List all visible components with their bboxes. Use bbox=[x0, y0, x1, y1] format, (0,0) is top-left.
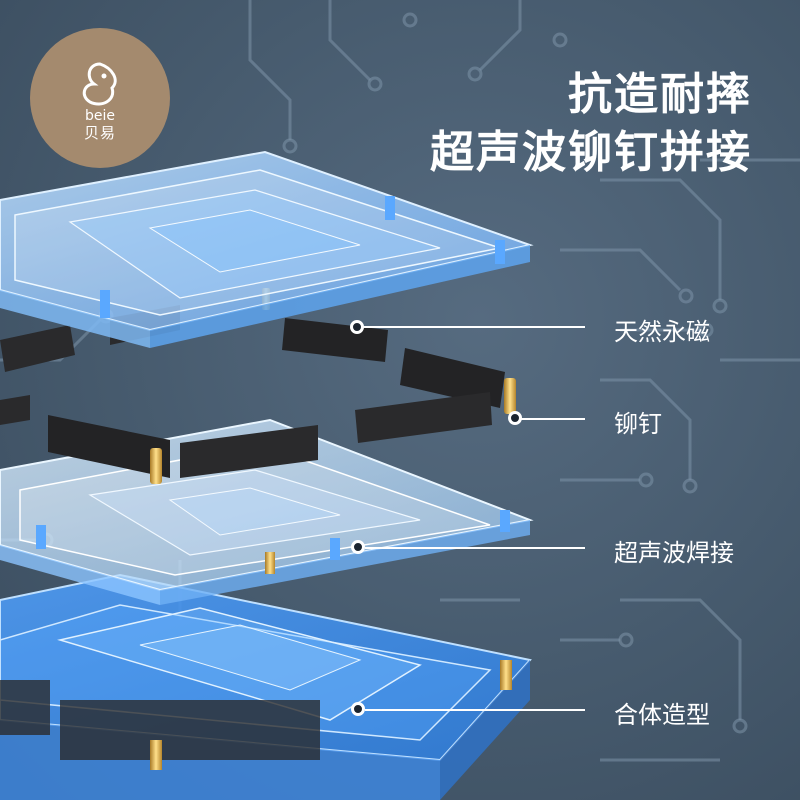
callout-label-welding: 超声波焊接 bbox=[614, 539, 734, 567]
callout-label-rivet: 铆钉 bbox=[614, 410, 662, 438]
callout-dot-welding bbox=[351, 540, 365, 554]
callout-dot-rivet bbox=[508, 411, 522, 425]
brand-mascot-icon: beie bbox=[82, 61, 117, 124]
top-plate bbox=[0, 150, 534, 348]
callout-label-magnet: 天然永磁 bbox=[614, 318, 710, 346]
callout-dot-magnet bbox=[350, 320, 364, 334]
callout-leader-combine bbox=[365, 709, 585, 711]
brand-logo: beie 贝易 bbox=[30, 28, 170, 168]
magnet-bars bbox=[0, 305, 505, 478]
headline-line-1: 抗造耐摔 bbox=[568, 69, 752, 120]
headline-line-2: 超声波铆钉拼接 bbox=[430, 127, 752, 178]
middle-plate bbox=[0, 418, 534, 605]
callout-dot-combine bbox=[351, 702, 365, 716]
circuit-background-pattern bbox=[0, 0, 800, 762]
callout-leader-rivet bbox=[521, 418, 585, 420]
bottom-plate bbox=[0, 573, 532, 800]
callout-leader-magnet bbox=[357, 326, 585, 328]
callout-label-combine: 合体造型 bbox=[614, 701, 710, 729]
brand-wordmark: beie bbox=[85, 108, 115, 124]
callout-leader-welding bbox=[365, 547, 585, 549]
brand-name: 贝易 bbox=[83, 123, 116, 142]
